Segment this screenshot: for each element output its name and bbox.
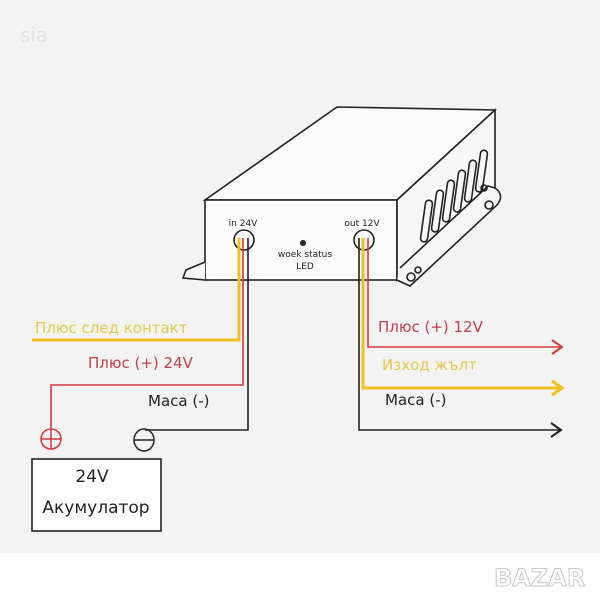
- right-red-label: Плюс (+) 12V: [378, 318, 484, 336]
- mounting-hole: [406, 272, 416, 282]
- left-yellow-label: Плюс след контакт: [35, 319, 188, 337]
- converter-device: [181, 106, 502, 287]
- red-output-wire: [367, 238, 562, 348]
- right-yellow-label: Изход жълт: [382, 356, 477, 374]
- mounting-hole: [414, 266, 422, 274]
- input-label: in 24V: [229, 219, 259, 229]
- left-black-label: Маса (-): [148, 392, 209, 410]
- mounting-hole: [480, 184, 488, 192]
- black-output-wire: [358, 238, 560, 431]
- led-label-line2: LED: [296, 262, 314, 272]
- led-label-line1: woek status: [278, 250, 332, 260]
- right-black-label: Маса (-): [385, 391, 446, 409]
- battery-box: [31, 458, 162, 532]
- watermark-sia: sia: [20, 23, 48, 47]
- black-input-wire: [145, 238, 249, 431]
- status-led-icon: [300, 240, 306, 246]
- bazar-logo: BAZAR: [494, 564, 585, 592]
- yellow-arrow-icon: [551, 379, 565, 397]
- battery-voltage: 24V: [75, 467, 109, 487]
- input-connector: [233, 229, 255, 251]
- battery-plus-terminal-icon: [40, 428, 62, 450]
- left-mounting-flange: [181, 261, 206, 281]
- battery-minus-terminal-icon: [133, 428, 155, 452]
- yellow-output-wire: [361, 238, 560, 390]
- mounting-hole: [484, 200, 494, 210]
- output-label: out 12V: [344, 219, 380, 229]
- red-input-wire: [50, 238, 244, 428]
- yellow-input-wire: [32, 238, 241, 342]
- battery-name: Акумулатор: [42, 498, 149, 518]
- left-red-label: Плюс (+) 24V: [88, 354, 194, 372]
- right-mounting-flange: [396, 185, 502, 287]
- vent-slots: [419, 149, 489, 243]
- black-arrow-icon: [550, 422, 563, 438]
- red-arrow-icon: [551, 339, 564, 355]
